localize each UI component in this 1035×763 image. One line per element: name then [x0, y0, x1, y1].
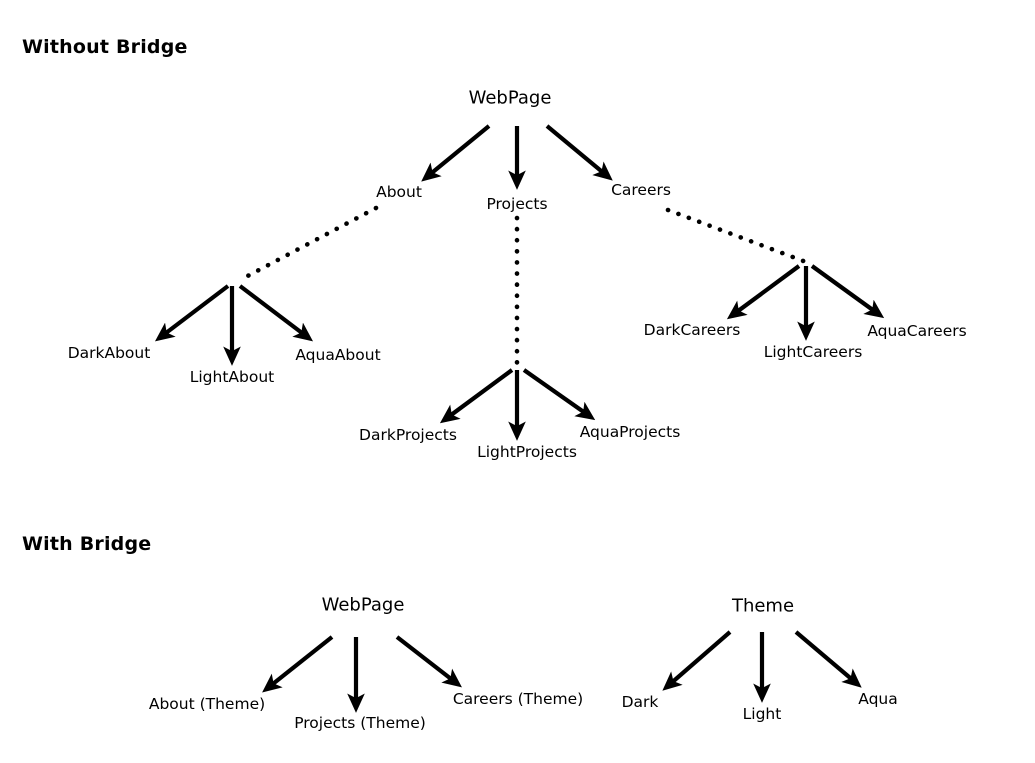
node-label-wb-darkprojects: DarkProjects — [359, 426, 457, 444]
arrow-edge-bridge-webpage-to-bridge-about — [262, 635, 334, 693]
arrow-edge-bridge-theme-to-bridge-dark — [662, 630, 732, 691]
node-label-wb-aquaabout: AquaAbout — [295, 346, 381, 364]
node-label-wb-lightprojects: LightProjects — [477, 443, 577, 461]
dotted-edge-wb-about-to-about-hub — [237, 205, 379, 283]
node-label-wb-lightabout: LightAbout — [189, 368, 275, 386]
node-label-wb-darkabout: DarkAbout — [67, 344, 151, 362]
arrow-edge-career-hub-to-wb-aquacareers — [810, 264, 885, 319]
dotted-edge-wb-careers-to-career-hub — [665, 207, 809, 265]
node-label-bridge-careers: Careers (Theme) — [452, 690, 584, 708]
node-label-bridge-webpage: WebPage — [321, 594, 405, 616]
arrow-edge-bridge-theme-to-bridge-aqua — [794, 630, 862, 688]
node-label-bridge-about: About (Theme) — [148, 695, 266, 713]
arrow-edge-proj-hub-to-wb-darkprojects — [439, 368, 514, 424]
node-label-bridge-proj: Projects (Theme) — [294, 714, 426, 732]
node-label-bridge-aqua: Aqua — [858, 690, 898, 708]
arrow-edge-wb-webpage-to-wb-about — [421, 124, 491, 182]
arrow-edge-career-hub-to-wb-darkcareers — [726, 264, 801, 320]
node-label-bridge-dark: Dark — [621, 693, 659, 711]
arrow-edge-about-hub-to-wb-aquaabout — [238, 284, 314, 342]
node-label-wb-darkcareers: DarkCareers — [643, 321, 741, 339]
node-label-wb-webpage: WebPage — [468, 87, 552, 109]
node-label-wb-lightcareers: LightCareers — [763, 343, 863, 361]
node-label-bridge-light: Light — [742, 705, 782, 723]
node-label-wb-careers: Careers — [611, 181, 671, 199]
arrow-edge-wb-webpage-to-wb-careers — [545, 124, 613, 181]
arrow-edge-about-hub-to-wb-darkabout — [154, 284, 230, 342]
node-label-wb-projects: Projects — [486, 195, 548, 213]
node-label-wb-aquacareers: AquaCareers — [867, 322, 967, 340]
arrow-edge-bridge-webpage-to-bridge-careers — [395, 635, 462, 688]
node-label-wb-about: About — [376, 183, 422, 201]
arrow-edge-proj-hub-to-wb-aquaprojects — [522, 368, 596, 421]
section-title-without-bridge: Without Bridge — [22, 36, 188, 58]
section-title-with-bridge: With Bridge — [22, 533, 152, 555]
node-label-bridge-theme: Theme — [731, 595, 795, 617]
node-label-wb-aquaprojects: AquaProjects — [579, 423, 681, 441]
